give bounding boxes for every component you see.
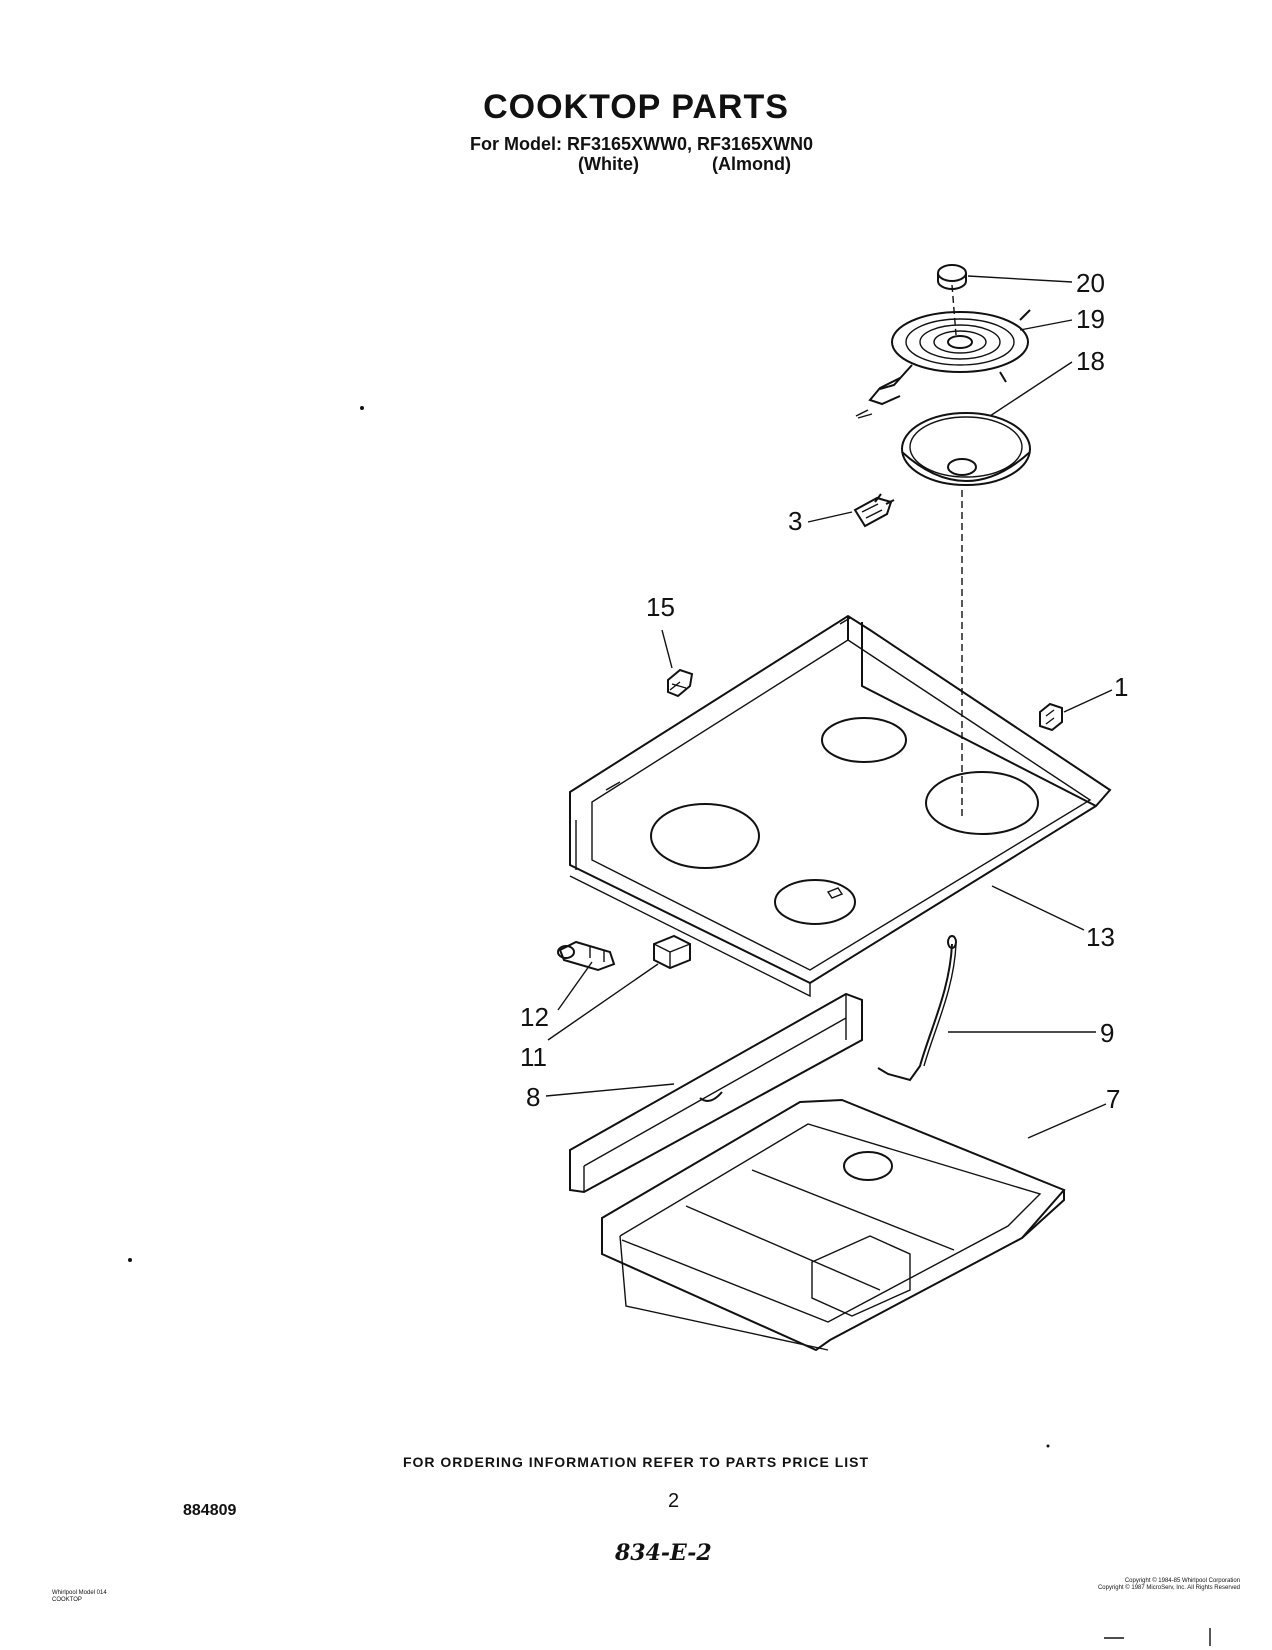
callout-18: 18 [1076, 346, 1105, 376]
copyright-line-1: Copyright © 1984-85 Whirlpool Corporatio… [1124, 1578, 1240, 1584]
footer-line-1: Whirlpool Model 014 [52, 1590, 107, 1596]
ordering-note: FOR ORDERING INFORMATION REFER TO PARTS … [402, 1454, 870, 1470]
variant-white: (White) [578, 154, 639, 174]
callout-7: 7 [1106, 1084, 1120, 1114]
part-19-surface-element [855, 309, 1031, 419]
part-20-cap [937, 264, 967, 290]
copyright-notice: Copyright © 1984-85 Whirlpool Corporatio… [1030, 1578, 1240, 1592]
callout-20: 20 [1076, 268, 1105, 298]
part-9-rod [877, 935, 957, 1082]
leader-lines [545, 275, 1113, 1139]
footer-small-text: Whirlpool Model 014 COOKTOP [52, 1590, 107, 1604]
variant-almond: (Almond) [712, 154, 791, 174]
callout-3: 3 [788, 506, 802, 536]
footer-line-2: COOKTOP [52, 1597, 82, 1603]
callout-11: 11 [520, 1042, 547, 1072]
model-line: For Model: RF3165XWW0, RF3165XWN0 [470, 134, 814, 154]
copyright-line-2: Copyright © 1987 MicroServ, Inc. All Rig… [1097, 1585, 1240, 1591]
scan-marks [1104, 1628, 1211, 1646]
callout-9: 9 [1100, 1018, 1114, 1048]
part-8-front-trim [569, 992, 863, 1194]
callout-8: 8 [526, 1082, 540, 1112]
document-number: 884809 [183, 1502, 237, 1519]
part-12-switch [557, 940, 616, 972]
callout-12: 12 [520, 1002, 549, 1032]
callout-1: 1 [1114, 672, 1128, 702]
handwritten-note: 834-E-2 [615, 1540, 712, 1566]
part-3-terminal-block [853, 493, 895, 528]
callout-15: 15 [646, 592, 675, 622]
callout-13: 13 [1086, 922, 1115, 952]
part-15-clip [667, 668, 694, 698]
page-number: 2 [668, 1490, 680, 1512]
callout-19: 19 [1076, 304, 1105, 334]
page-title: COOKTOP PARTS [483, 88, 789, 126]
part-18-drip-bowl [901, 412, 1031, 486]
assembly-centerline-top [951, 284, 957, 336]
part-7-burner-box [601, 1098, 1066, 1352]
part-1-clip [1039, 702, 1063, 732]
part-11-bushing [653, 934, 691, 970]
part-13-cooktop [569, 614, 1112, 998]
